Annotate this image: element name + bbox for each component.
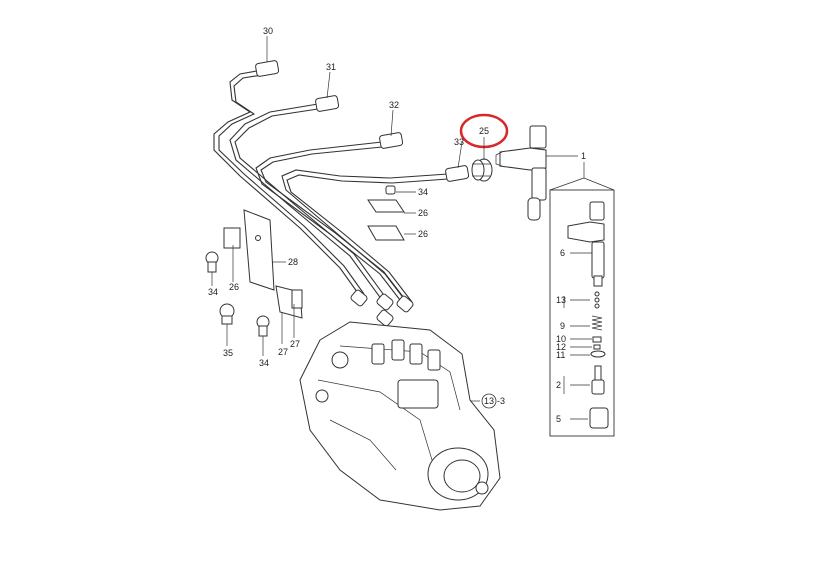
pipe-clamps bbox=[367, 185, 405, 241]
callout-27-right: 27 bbox=[290, 339, 300, 349]
nozzle-detail-inset bbox=[563, 201, 609, 429]
callout-13-circle bbox=[481, 393, 497, 409]
callout-28: 28 bbox=[288, 257, 298, 267]
callout-30: 30 bbox=[263, 26, 273, 36]
injector-nozzle-part bbox=[495, 125, 547, 221]
washer-part-25 bbox=[471, 158, 493, 182]
callout-2: 2 bbox=[556, 380, 561, 390]
leader-lines bbox=[211, 36, 615, 437]
callout-12: 12 bbox=[556, 342, 566, 352]
injection-pipes bbox=[213, 69, 449, 305]
bracket-28 bbox=[223, 209, 275, 291]
callout-10: 10 bbox=[556, 334, 566, 344]
callout-32: 32 bbox=[389, 100, 399, 110]
callout-27-left: 27 bbox=[278, 347, 288, 357]
callout-13-suffix: -3 bbox=[497, 396, 505, 406]
callout-labels: 30 31 32 33 25 1 34 26 26 28 26 34 35 27… bbox=[208, 26, 586, 424]
callout-34-left: 34 bbox=[208, 287, 218, 297]
callout-35: 35 bbox=[223, 348, 233, 358]
callout-1: 1 bbox=[581, 151, 586, 161]
callout-25: 25 bbox=[479, 126, 489, 136]
bolts bbox=[205, 251, 270, 337]
callout-31: 31 bbox=[326, 62, 336, 72]
callout-26-middle: 26 bbox=[418, 229, 428, 239]
callout-9: 9 bbox=[560, 321, 565, 331]
callout-26-upper: 26 bbox=[418, 208, 428, 218]
callout-34-upper: 34 bbox=[418, 187, 428, 197]
pipe-nuts-lower bbox=[350, 289, 414, 327]
bracket-27 bbox=[275, 285, 303, 319]
callout-13: 13 bbox=[484, 396, 494, 406]
callout-33: 33 bbox=[454, 137, 464, 147]
callout-13-detail: 13 bbox=[556, 295, 566, 305]
callout-11: 11 bbox=[556, 350, 565, 360]
callout-5: 5 bbox=[556, 414, 561, 424]
injection-pump-body bbox=[299, 321, 501, 511]
callout-6: 6 bbox=[560, 248, 565, 258]
callout-34-bottom: 34 bbox=[259, 358, 269, 368]
pipe-nuts-upper bbox=[255, 60, 470, 182]
callout-26-left: 26 bbox=[229, 282, 239, 292]
